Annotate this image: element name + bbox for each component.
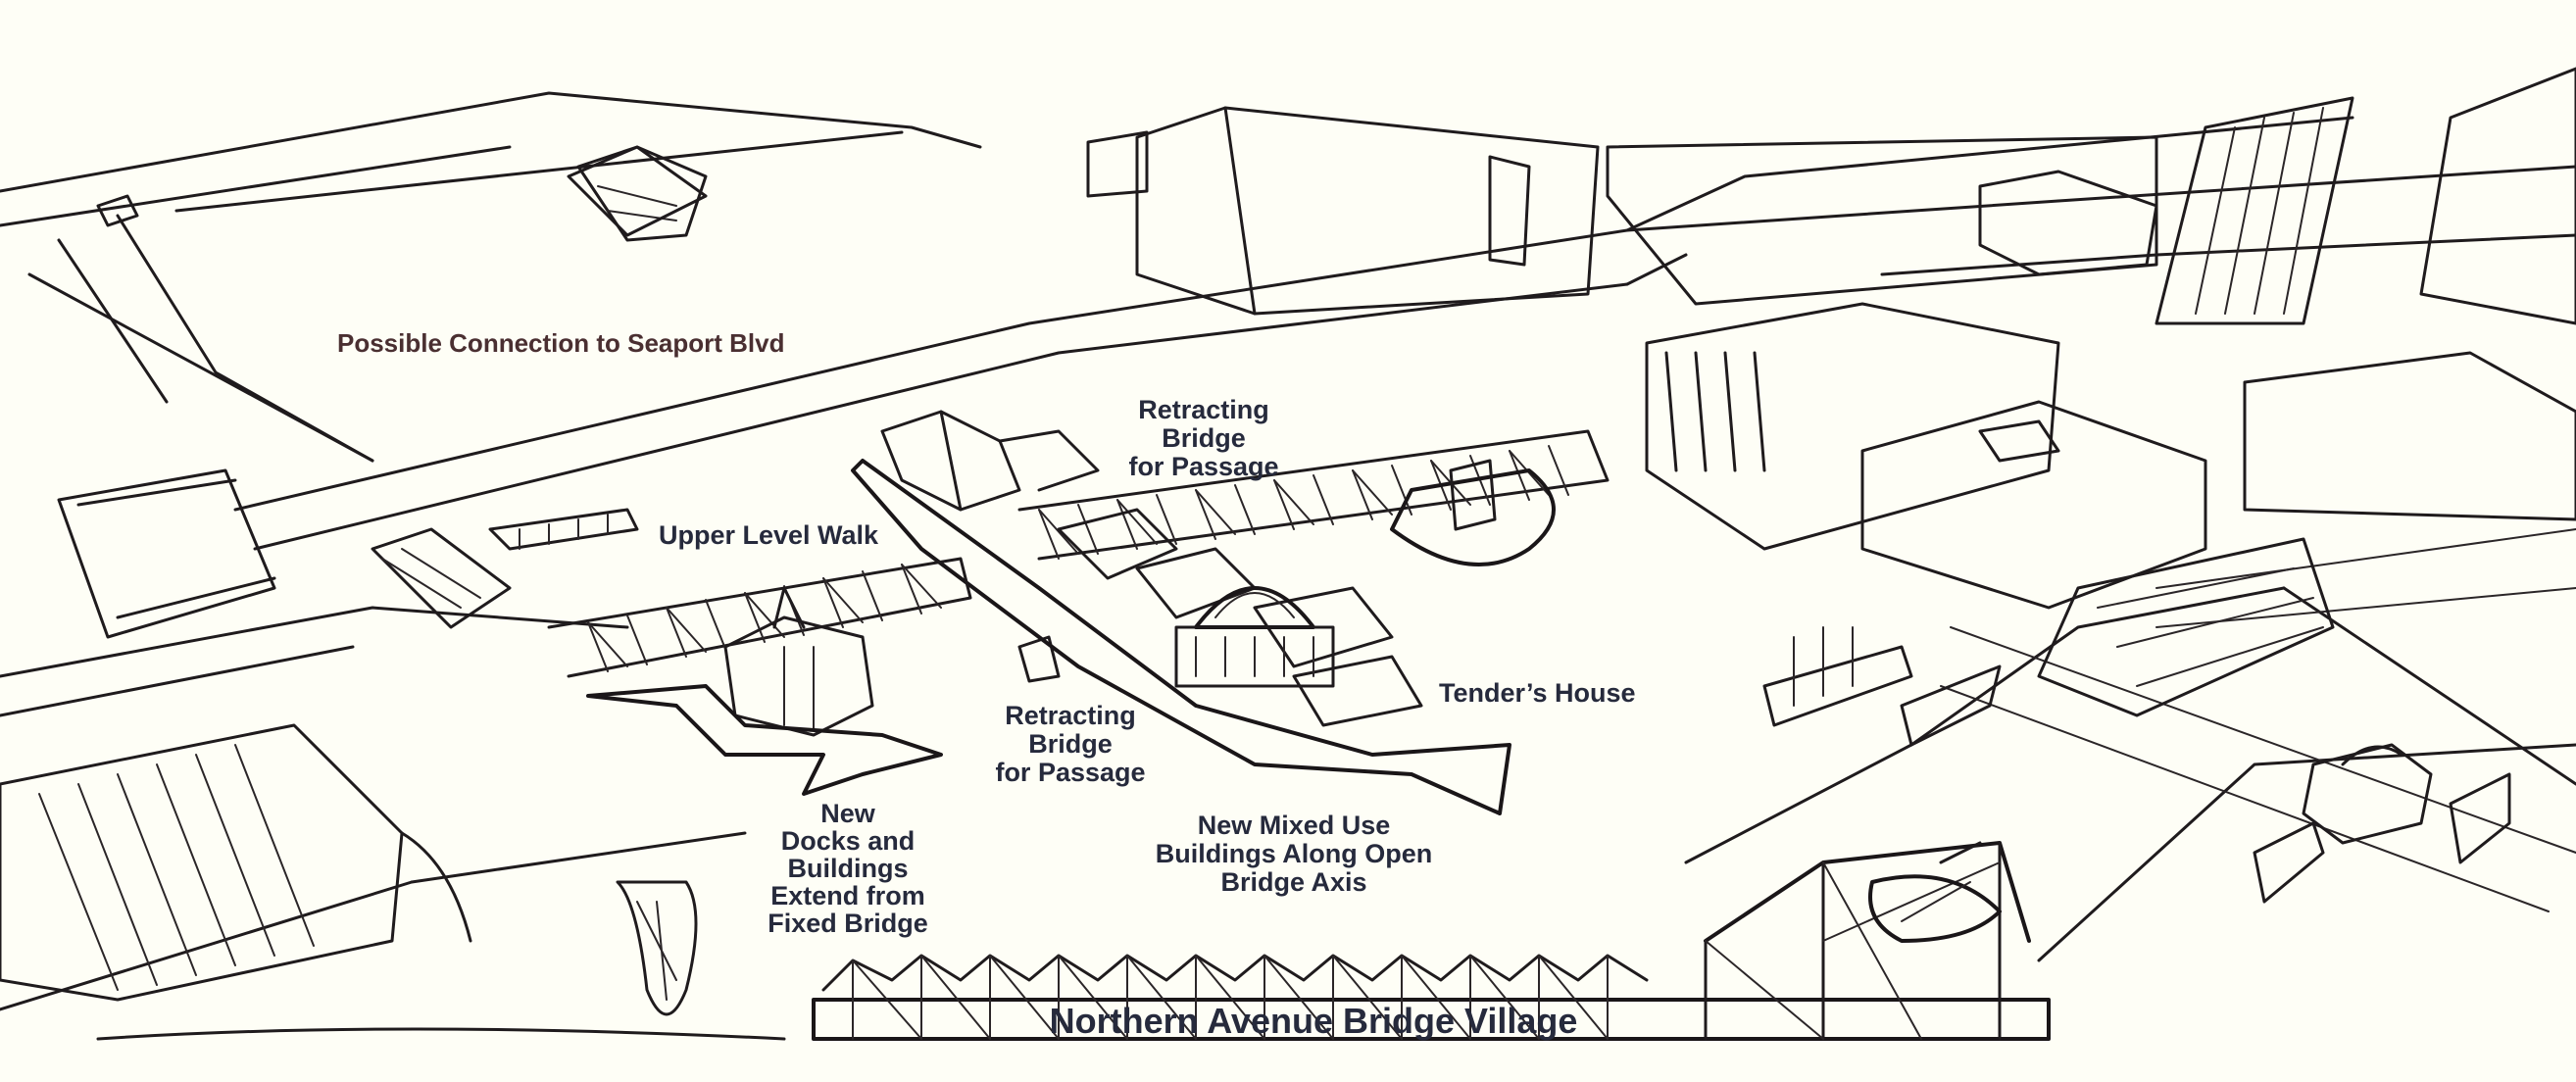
label-upper-level-walk: Upper Level Walk xyxy=(659,520,879,550)
bridge-village xyxy=(488,410,1610,815)
label-retracting-bridge-top: Retracting Bridge for Passage xyxy=(1128,395,1279,481)
label-seaport-connection: Possible Connection to Seaport Blvd xyxy=(337,328,785,358)
label-village-title: Northern Avenue Bridge Village xyxy=(1049,1001,1578,1041)
label-new-docks: New Docks and Buildings Extend from Fixe… xyxy=(768,799,928,938)
background-buildings xyxy=(0,67,2576,1002)
label-retracting-bridge-mid: Retracting Bridge for Passage xyxy=(995,701,1146,787)
label-tenders-house: Tender’s House xyxy=(1439,678,1636,708)
background-streets xyxy=(0,91,2576,1041)
label-mixed-use: New Mixed Use Buildings Along Open Bridg… xyxy=(1155,811,1433,897)
foreground-truss xyxy=(812,841,2051,1041)
boats xyxy=(567,145,2511,1016)
